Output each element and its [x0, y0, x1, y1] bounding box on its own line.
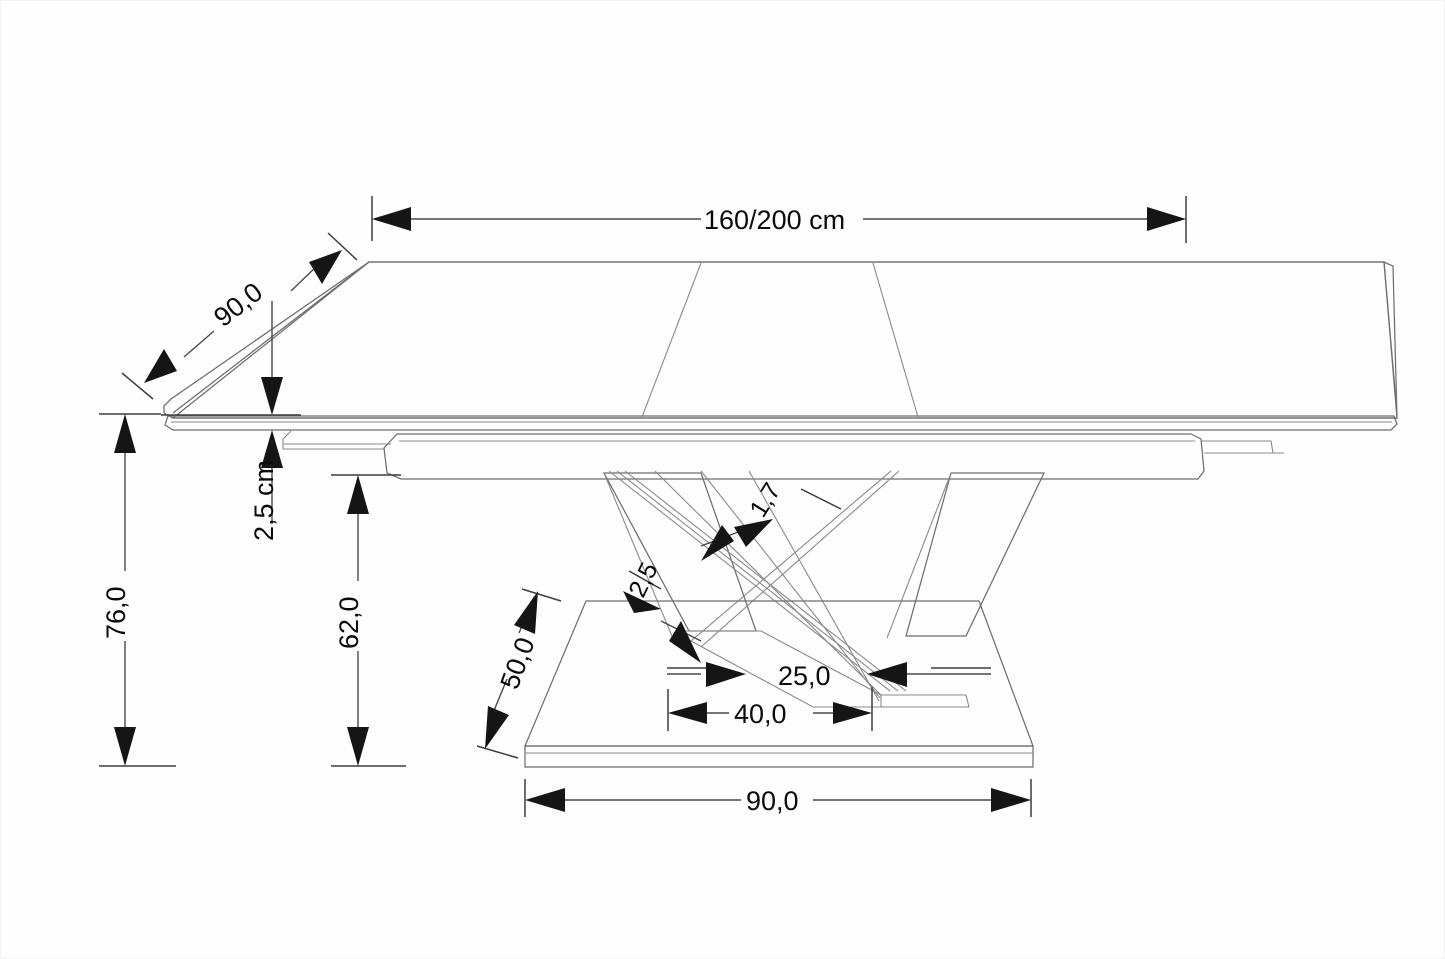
table-apron-group [282, 430, 1284, 480]
table-top-surface [163, 261, 1398, 419]
dim-column-inner-label: 25,0 [778, 661, 831, 691]
dim-total-height-label: 76,0 [101, 586, 131, 639]
cross-slat-a4 [654, 470, 882, 696]
dim-column-inner-arrow-right [867, 662, 907, 687]
dim-base-plate-arrow-right [991, 788, 1031, 812]
column-base-group [602, 470, 1045, 708]
dim-cross-thick-arrow-a [623, 591, 661, 613]
dim-depth-label: 90,0 [208, 277, 268, 333]
apron-right-step [1201, 440, 1274, 454]
dim-top-thickness-arrow-top [261, 377, 283, 415]
column-left-panel-inner [603, 472, 675, 642]
dim-cross-thick-ext [628, 570, 662, 590]
dim-top-thickness-label: 2,5 cm [249, 460, 279, 541]
table-top-right-bevel [1383, 261, 1398, 415]
dim-top-thickness: 2,5 cm [161, 301, 301, 541]
dim-base-plate-arrow-left [525, 788, 565, 812]
dim-cross-thin-arrow-a [734, 519, 773, 547]
table-top-edge-band [164, 415, 1398, 431]
cross-slat-a6 [748, 470, 880, 702]
dim-base-plate-label: 90,0 [746, 786, 799, 816]
dim-base-height-label: 62,0 [334, 596, 364, 649]
dim-top-width: 160/200 cm [371, 196, 1187, 243]
top-panel-split-left [641, 262, 702, 418]
dim-cross-thin: 1,7 [700, 478, 842, 561]
dim-total-height: 76,0 [99, 413, 176, 767]
dim-depth-arrow-lower [144, 349, 177, 383]
dim-base-height: 62,0 [331, 474, 406, 767]
base-plate-thickness [524, 745, 1034, 768]
dim-column-outer-arrow-left [668, 702, 707, 724]
dim-depth-ext-upper [327, 232, 358, 261]
dim-base-depth: 50,0 [476, 588, 562, 759]
column-left-panel [602, 472, 757, 632]
table-top-group [163, 261, 1398, 431]
top-panel-split-right [872, 262, 919, 418]
dim-base-height-arrow-top [347, 475, 369, 514]
dim-base-depth-label: 50,0 [494, 633, 540, 693]
column-right-panel-inner [886, 472, 952, 639]
cross-slat-a1 [608, 470, 891, 692]
dim-base-height-arrow-bottom [347, 727, 369, 766]
dim-depth: 90,0 [121, 232, 358, 400]
dim-cross-thin-arrow-b [701, 525, 734, 561]
dim-depth-line-lower [183, 330, 215, 358]
dim-base-plate-width: 90,0 [524, 779, 1032, 817]
cross-slat-b2 [700, 470, 900, 648]
apron-main-body [383, 433, 1205, 480]
dim-cross-thick: 2,5 [623, 558, 702, 663]
dim-depth-ext-lower [121, 372, 154, 400]
dim-base-depth-arrow-upper [514, 591, 538, 634]
dim-column-outer-label: 40,0 [734, 699, 787, 729]
dim-cross-thin-ext [800, 488, 842, 510]
dim-base-depth-line-lower [492, 678, 508, 714]
cross-slat-a5 [700, 470, 881, 699]
dim-column-outer: 40,0 [667, 687, 873, 731]
dim-top-width-arrow-right [1147, 207, 1186, 231]
dim-base-depth-arrow-lower [485, 706, 509, 749]
apron-back-rail [282, 430, 385, 450]
table-top-face [171, 261, 1398, 419]
dim-cross-thin-label: 1,7 [744, 478, 786, 522]
dim-column-inner-arrow-left [706, 662, 746, 687]
table-top-left-bevel [172, 261, 370, 414]
dim-total-height-arrow-bottom [114, 727, 136, 766]
dim-top-width-arrow-left [372, 207, 411, 231]
dim-base-depth-ext-lower [476, 745, 519, 759]
base-plate-group [524, 600, 1034, 768]
dim-depth-arrow-upper [309, 250, 342, 284]
dim-cross-thick-arrow-b [669, 621, 701, 663]
dim-base-depth-ext-upper [521, 588, 562, 602]
cross-slat-a2 [616, 470, 899, 692]
cross-slat-b1 [690, 470, 892, 642]
dim-column-outer-arrow-right [833, 702, 872, 724]
column-right-panel [905, 472, 1045, 637]
column-foot-right [881, 694, 970, 708]
dim-total-height-arrow-top [114, 414, 136, 453]
dim-column-inner: 25,0 [667, 661, 991, 691]
dim-top-width-label: 160/200 cm [704, 205, 845, 235]
dim-top-thickness-arrow-bottom [261, 430, 283, 468]
